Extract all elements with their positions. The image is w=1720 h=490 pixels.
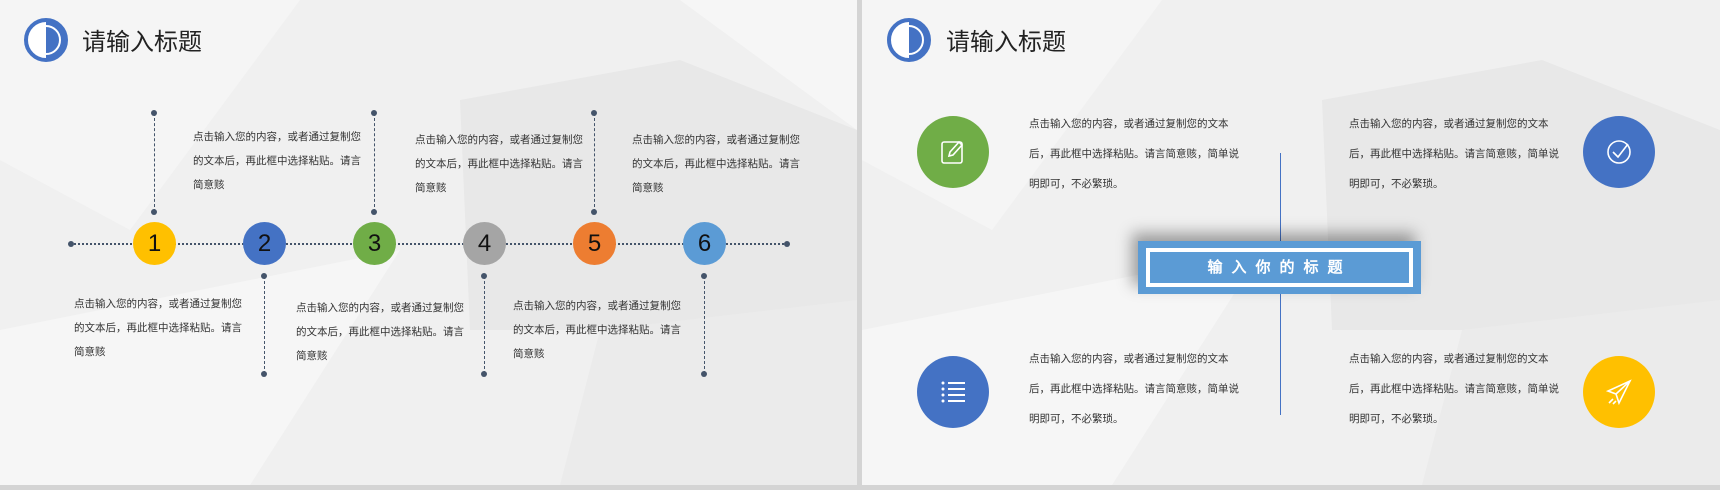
- text-line: 点击输入您的内容，或者通过复制您: [74, 298, 242, 310]
- item-1-circle[interactable]: [917, 116, 989, 188]
- step-2-connector: [264, 276, 265, 374]
- item-3-circle[interactable]: [917, 356, 989, 428]
- step-text-block[interactable]: 点击输入您的内容，或者通过复制您的文本后，再此框中选择粘贴。请言简意赅: [415, 128, 583, 200]
- step-4-connector: [484, 276, 485, 374]
- text-line: 后，再此框中选择粘贴。请言简意赅，简单说: [1349, 383, 1559, 395]
- paper-plane-icon: [1604, 377, 1634, 407]
- text-line: 明即可，不必繁琐。: [1349, 413, 1444, 425]
- text-line: 点击输入您的内容，或者通过复制您: [193, 131, 361, 143]
- step-text-block[interactable]: 点击输入您的内容，或者通过复制您的文本后，再此框中选择粘贴。请言简意赅: [632, 128, 800, 200]
- item-2-text[interactable]: 点击输入您的内容，或者通过复制您的文本后，再此框中选择粘贴。请言简意赅，简单说明…: [1349, 109, 1559, 199]
- step-3-circle[interactable]: 3: [353, 222, 396, 265]
- connector-dot: [701, 371, 707, 377]
- text-line: 点击输入您的内容，或者通过复制您: [632, 134, 800, 146]
- text-line: 点击输入您的内容，或者通过复制您的文本: [1029, 353, 1229, 365]
- text-line: 点击输入您的内容，或者通过复制您的文本: [1349, 118, 1549, 130]
- title-logo-icon: [24, 18, 68, 62]
- connector-dot: [591, 110, 597, 116]
- text-line: 点击输入您的内容，或者通过复制您的文本: [1029, 118, 1229, 130]
- text-line: 简意赅: [632, 182, 664, 194]
- text-line: 的文本后，再此框中选择粘贴。请言: [632, 158, 800, 170]
- text-line: 后，再此框中选择粘贴。请言简意赅，简单说: [1029, 148, 1239, 160]
- check-icon: [1604, 137, 1634, 167]
- connector-dot: [481, 371, 487, 377]
- text-line: 简意赅: [193, 179, 225, 191]
- connector-dot: [481, 273, 487, 279]
- text-line: 的文本后，再此框中选择粘贴。请言: [193, 155, 361, 167]
- connector-dot: [591, 209, 597, 215]
- timeline-start-dot: [68, 241, 74, 247]
- text-line: 点击输入您的内容，或者通过复制您的文本: [1349, 353, 1549, 365]
- text-line: 简意赅: [415, 182, 447, 194]
- text-line: 简意赅: [74, 346, 106, 358]
- connector-dot: [261, 371, 267, 377]
- step-text-block[interactable]: 点击输入您的内容，或者通过复制您的文本后，再此框中选择粘贴。请言简意赅: [74, 292, 242, 364]
- connector-dot: [371, 209, 377, 215]
- step-5-circle[interactable]: 5: [573, 222, 616, 265]
- list-icon: [938, 377, 968, 407]
- text-line: 的文本后，再此框中选择粘贴。请言: [296, 326, 464, 338]
- title-logo-icon: [887, 18, 931, 62]
- connector-dot: [261, 273, 267, 279]
- background-polygons: [0, 0, 857, 485]
- connector-dot: [701, 273, 707, 279]
- text-line: 简意赅: [513, 348, 545, 360]
- step-text-block[interactable]: 点击输入您的内容，或者通过复制您的文本后，再此框中选择粘贴。请言简意赅: [513, 294, 681, 366]
- text-line: 点击输入您的内容，或者通过复制您: [296, 302, 464, 314]
- timeline-end-dot: [784, 241, 790, 247]
- step-text-block[interactable]: 点击输入您的内容，或者通过复制您的文本后，再此框中选择粘贴。请言简意赅: [193, 125, 361, 197]
- item-3-text[interactable]: 点击输入您的内容，或者通过复制您的文本后，再此框中选择粘贴。请言简意赅，简单说明…: [1029, 344, 1239, 434]
- step-5-connector: [594, 113, 595, 212]
- item-4-text[interactable]: 点击输入您的内容，或者通过复制您的文本后，再此框中选择粘贴。请言简意赅，简单说明…: [1349, 344, 1559, 434]
- text-line: 的文本后，再此框中选择粘贴。请言: [513, 324, 681, 336]
- center-title-box[interactable]: 输入你的标题: [1138, 241, 1421, 294]
- text-line: 明即可，不必繁琐。: [1029, 413, 1124, 425]
- slide-four-items: 请输入标题 点击输入您的内容，或者通过复制您的文本后，再此框中选择粘贴。请言简意…: [862, 0, 1720, 485]
- text-line: 的文本后，再此框中选择粘贴。请言: [74, 322, 242, 334]
- text-line: 点击输入您的内容，或者通过复制您: [415, 134, 583, 146]
- slide-title: 请输入标题: [946, 28, 1066, 56]
- connector-dot: [151, 209, 157, 215]
- edit-icon: [938, 137, 968, 167]
- step-4-circle[interactable]: 4: [463, 222, 506, 265]
- step-1-circle[interactable]: 1: [133, 222, 176, 265]
- step-3-connector: [374, 113, 375, 212]
- center-title: 输入你的标题: [1146, 248, 1413, 287]
- step-2-circle[interactable]: 2: [243, 222, 286, 265]
- text-line: 明即可，不必繁琐。: [1029, 178, 1124, 190]
- step-1-connector: [154, 113, 155, 212]
- text-line: 简意赅: [296, 350, 328, 362]
- item-4-circle[interactable]: [1583, 356, 1655, 428]
- step-text-block[interactable]: 点击输入您的内容，或者通过复制您的文本后，再此框中选择粘贴。请言简意赅: [296, 296, 464, 368]
- slide-title: 请输入标题: [82, 28, 202, 56]
- connector-dot: [371, 110, 377, 116]
- text-line: 点击输入您的内容，或者通过复制您: [513, 300, 681, 312]
- timeline-line: [71, 243, 787, 245]
- connector-dot: [151, 110, 157, 116]
- item-2-circle[interactable]: [1583, 116, 1655, 188]
- text-line: 的文本后，再此框中选择粘贴。请言: [415, 158, 583, 170]
- step-6-circle[interactable]: 6: [683, 222, 726, 265]
- text-line: 后，再此框中选择粘贴。请言简意赅，简单说: [1349, 148, 1559, 160]
- item-1-text[interactable]: 点击输入您的内容，或者通过复制您的文本后，再此框中选择粘贴。请言简意赅，简单说明…: [1029, 109, 1239, 199]
- text-line: 后，再此框中选择粘贴。请言简意赅，简单说: [1029, 383, 1239, 395]
- text-line: 明即可，不必繁琐。: [1349, 178, 1444, 190]
- step-6-connector: [704, 276, 705, 374]
